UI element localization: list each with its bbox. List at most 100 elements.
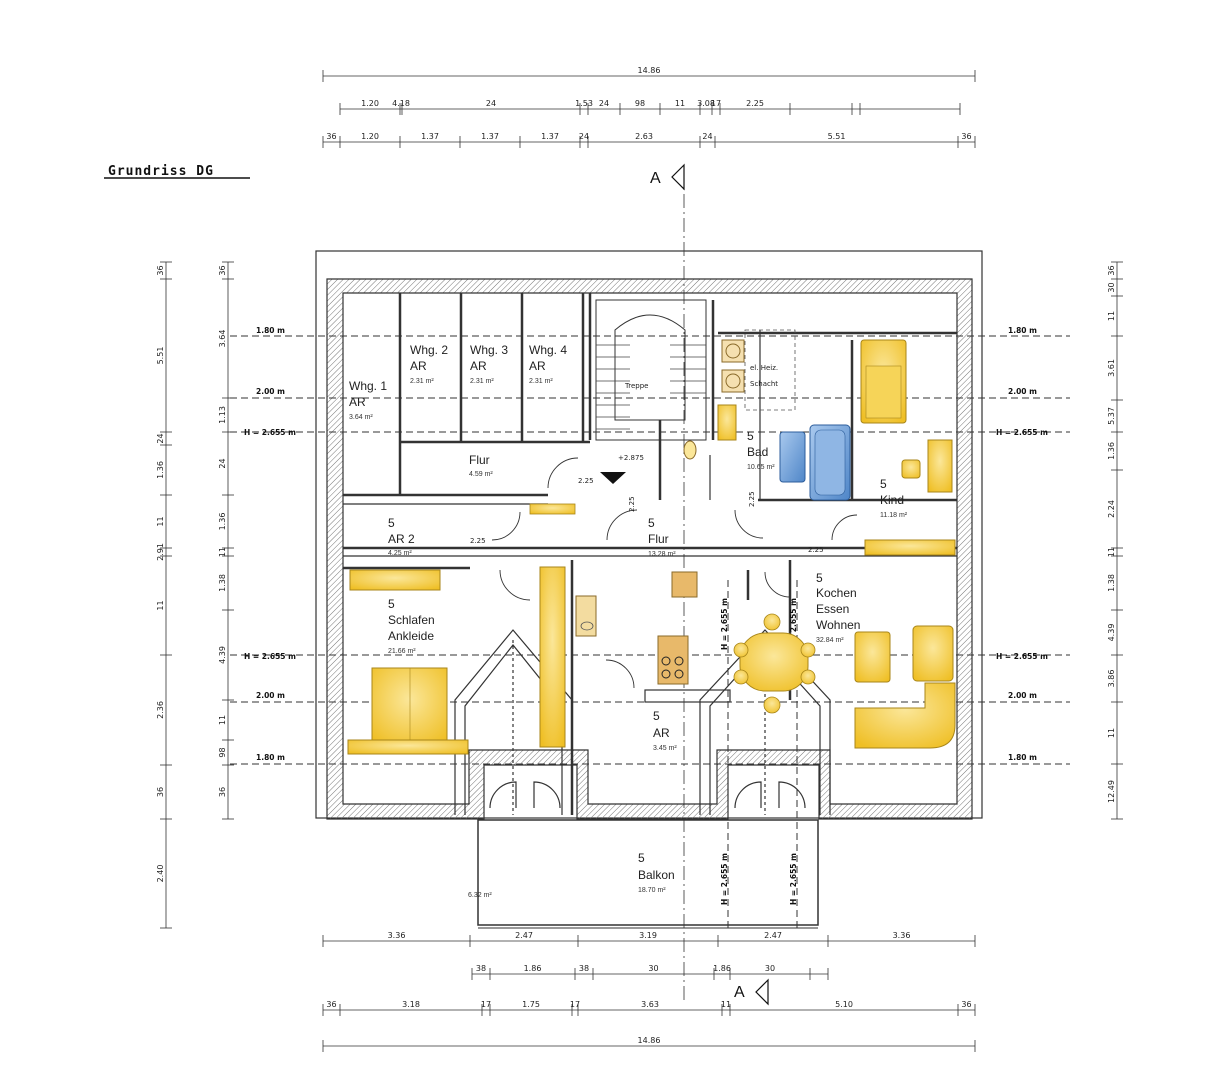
dim-left-inner-label: 1.13	[218, 406, 227, 424]
room-schlafen-name2: Ankleide	[388, 629, 434, 643]
dim-top-row2-label: 2.25	[746, 99, 764, 108]
room-kochen-area: 32.84 m²	[816, 637, 844, 644]
dim-top-row2-label: 3.08	[697, 99, 715, 108]
room-ar3-name: AR	[653, 726, 670, 740]
room-bad-area: 10.65 m²	[747, 464, 775, 471]
room-whg1-name: Whg. 1	[349, 379, 387, 393]
dim-left-outer-label: 11	[156, 600, 165, 610]
dim-bottom-row2-label: 1.86	[524, 964, 542, 973]
dim-bottom-row3-label: 1.75	[522, 1000, 540, 1009]
dim-left-inner-label: 1.36	[218, 513, 227, 531]
corner-sofa	[854, 682, 956, 749]
room-flur1-name: Flur	[469, 453, 490, 467]
dim-left-outer-label: 5.51	[156, 347, 165, 365]
room-ar2-name: AR 2	[388, 532, 415, 546]
svg-text:2.25: 2.25	[628, 496, 636, 512]
room-balkon-num: 5	[638, 851, 645, 865]
dim-top-row2-label: 11	[675, 99, 685, 108]
shelf-kind	[864, 539, 956, 556]
dim-left-outer-label: 1.36	[156, 461, 165, 479]
room-kind-num: 5	[880, 477, 887, 491]
svg-text:H = 2.655 m: H = 2.655 m	[996, 428, 1048, 437]
dim-right-outer-label: 11	[1107, 311, 1116, 321]
closet	[539, 566, 566, 748]
dim-top-row3-label: 36	[961, 132, 971, 141]
dim-bottom-row2-label: 30	[765, 964, 775, 973]
dim-right-outer-label: 11	[1107, 728, 1116, 738]
bath-note-2: Schacht	[750, 380, 778, 388]
dim-left-inner-label: 3.64	[218, 330, 227, 348]
dim-left-inner-label: 4.39	[218, 646, 227, 664]
svg-text:2.25: 2.25	[578, 477, 594, 485]
svg-text:1.80 m: 1.80 m	[256, 326, 285, 335]
room-ar3-area: 3.45 m²	[653, 745, 677, 752]
svg-text:H = 2.655 m: H = 2.655 m	[720, 853, 729, 905]
room-whg2-name: Whg. 2	[410, 343, 448, 357]
dim-left-inner-label: 98	[218, 747, 227, 757]
room-whg3-area: 2.31 m²	[470, 378, 494, 385]
chair-kind	[901, 459, 921, 479]
dim-top-row2-label: 4.18	[392, 99, 410, 108]
dim-bottom-row3-label: 3.18	[402, 1000, 420, 1009]
svg-text:H = 2.655 m: H = 2.655 m	[244, 652, 296, 661]
svg-text:1.80 m: 1.80 m	[1008, 753, 1037, 762]
dim-left-outer-label: 2.40	[156, 865, 165, 883]
dim-bottom-row3-label: 36	[961, 1000, 971, 1009]
section-mark-bottom: A	[734, 984, 745, 1001]
dim-bottom-row2-label: 38	[476, 964, 486, 973]
radiator	[529, 503, 576, 515]
dim-top-row2-label: 1.53	[575, 99, 593, 108]
dim-left-outer-label: 11	[156, 516, 165, 526]
dim-left-inner-label: 36	[218, 787, 227, 797]
double-bed	[371, 667, 448, 747]
dim-top-row3-label: 2.63	[635, 132, 653, 141]
room-whg2-area: 2.31 m²	[410, 378, 434, 385]
svg-text:2.00 m: 2.00 m	[1008, 691, 1037, 700]
dim-right-outer-label: 12.49	[1107, 780, 1116, 803]
room-labels: Whg. 1 AR 3.64 m² Whg. 2 AR 2.31 m² Whg.…	[349, 343, 908, 899]
room-ar2-area: 4.25 m²	[388, 550, 412, 557]
room-whg4-area: 2.31 m²	[529, 378, 553, 385]
dim-top-row3-label: 24	[579, 132, 589, 141]
room-kind-name: Kind	[880, 493, 904, 507]
svg-text:1.80 m: 1.80 m	[1008, 326, 1037, 335]
height-labels-vertical: H = 2.655 m H = 2.655 m H = 2.655 m H = …	[720, 598, 798, 905]
dim-bottom-row1-label: 3.19	[639, 931, 657, 940]
section-mark-top: A	[650, 170, 661, 187]
room-whg2-name2: AR	[410, 359, 427, 373]
svg-text:2.25: 2.25	[748, 491, 756, 507]
dim-right-outer-label: 4.39	[1107, 624, 1116, 642]
fridge	[671, 571, 698, 598]
dim-bottom-row1-label: 2.47	[764, 931, 782, 940]
svg-text:H = 2.655 m: H = 2.655 m	[789, 598, 798, 650]
dim-bottom-row2-label: 38	[579, 964, 589, 973]
svg-text:H = 2.655 m: H = 2.655 m	[244, 428, 296, 437]
section-arrow-top-icon	[671, 163, 685, 191]
room-whg1-name2: AR	[349, 395, 366, 409]
room-whg4-name2: AR	[529, 359, 546, 373]
dim-left-outer-label: 36	[156, 265, 165, 275]
svg-text:1.80 m: 1.80 m	[256, 753, 285, 762]
double-sink	[779, 431, 806, 483]
room-schlafen-num: 5	[388, 597, 395, 611]
dim-left-outer-label: 2.91	[156, 543, 165, 561]
dim-bottom-row3-label: 17	[481, 1000, 491, 1009]
svg-text:2.00 m: 2.00 m	[256, 691, 285, 700]
dim-top-row2-label: 1.20	[361, 99, 379, 108]
dim-bottom-row1-label: 2.47	[515, 931, 533, 940]
dim-top-row3-label: 36	[326, 132, 336, 141]
door-labels: 2.25 2.25 2.25 2.25 2.25	[470, 477, 824, 554]
stair-treads	[596, 344, 706, 430]
doors	[491, 457, 858, 689]
toilet	[683, 440, 697, 460]
living-furniture	[575, 571, 956, 749]
room-flur2-num: 5	[648, 516, 655, 530]
height-labels-right: 1.80 m 2.00 m H = 2.655 m H = 2.655 m 2.…	[996, 326, 1048, 762]
svg-text:2.00 m: 2.00 m	[1008, 387, 1037, 396]
dim-bottom-row3-label: 5.10	[835, 1000, 853, 1009]
room-schlafen-name: Schlafen	[388, 613, 435, 627]
room-balkon-name: Balkon	[638, 868, 675, 882]
dim-right-outer-label: 1.36	[1107, 442, 1116, 460]
